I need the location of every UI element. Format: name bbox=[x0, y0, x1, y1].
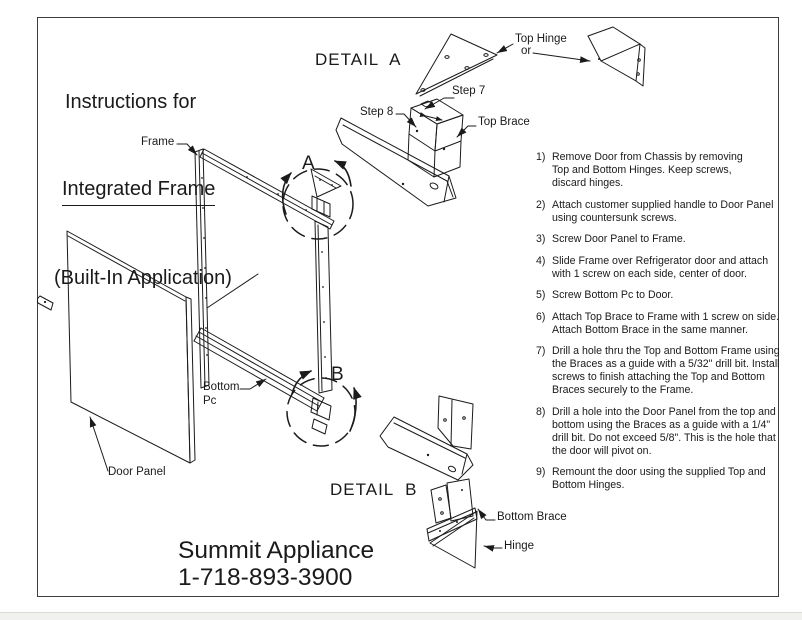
instruction-text: Attach Top Brace to Frame with 1 screw o… bbox=[552, 310, 780, 336]
door-panel-label: Door Panel bbox=[108, 466, 166, 478]
title-block: Instructions for Integrated Frame (Built… bbox=[54, 30, 232, 351]
instruction-text: Screw Door Panel to Frame. bbox=[552, 233, 686, 245]
instruction-number: 8) bbox=[536, 405, 546, 418]
instruction-number: 5) bbox=[536, 289, 546, 301]
instruction-item-3: 3) Screw Door Panel to Frame. bbox=[536, 233, 784, 246]
top-hinge-label: Top Hinge bbox=[515, 33, 567, 45]
instruction-item-6: 6) Attach Top Brace to Frame with 1 scre… bbox=[536, 311, 784, 337]
title-line-3: (Built-In Application) bbox=[54, 267, 232, 289]
instruction-item-7: 7) Drill a hole thru the Top and Bottom … bbox=[536, 345, 784, 397]
instruction-number: 1) bbox=[536, 151, 546, 163]
instructions-list: 1) Remove Door from Chassis by removing … bbox=[536, 151, 784, 492]
instruction-item-4: 4) Slide Frame over Refrigerator door an… bbox=[536, 255, 784, 281]
view-b-letter: B bbox=[331, 364, 344, 385]
instruction-number: 7) bbox=[536, 345, 546, 357]
or-label: or bbox=[521, 45, 532, 57]
instruction-item-1: 1) Remove Door from Chassis by removing … bbox=[536, 151, 784, 190]
top-brace-label: Top Brace bbox=[478, 116, 530, 128]
frame-label: Frame bbox=[141, 136, 175, 148]
instruction-number: 9) bbox=[536, 466, 546, 478]
title-line-2: Integrated Frame bbox=[62, 175, 216, 206]
instruction-number: 3) bbox=[536, 233, 546, 245]
company-phone: 1-718-893-3900 bbox=[178, 564, 353, 591]
title-line-1: Instructions for bbox=[65, 91, 197, 113]
company-name: Summit Appliance bbox=[178, 537, 375, 564]
instruction-number: 4) bbox=[536, 254, 546, 267]
instruction-text: Screw Bottom Pc to Door. bbox=[552, 289, 674, 301]
instruction-text: Remove Door from Chassis by removing Top… bbox=[552, 151, 743, 189]
instruction-text: Slide Frame over Refrigerator door and a… bbox=[552, 254, 769, 280]
hinge-label: Hinge bbox=[504, 540, 535, 552]
view-a-letter: A bbox=[302, 153, 315, 174]
bottom-pc-label: Bottom Pc bbox=[203, 381, 240, 407]
bottom-brace-label: Bottom Brace bbox=[497, 511, 567, 523]
instruction-number: 2) bbox=[536, 198, 546, 211]
step-7-label: Step 7 bbox=[452, 85, 486, 97]
instruction-text: Attach customer supplied handle to Door … bbox=[552, 198, 774, 224]
footer-brand: Summit Appliance 1-718-893-3900 bbox=[178, 537, 374, 591]
detail-a-label: DETAIL A bbox=[315, 50, 402, 69]
instruction-number: 6) bbox=[536, 310, 546, 323]
instruction-text: Drill a hole into the Door Panel from th… bbox=[552, 405, 776, 457]
instruction-item-2: 2) Attach customer supplied handle to Do… bbox=[536, 199, 784, 225]
detail-b-label: DETAIL B bbox=[330, 480, 418, 499]
instruction-item-5: 5) Screw Bottom Pc to Door. bbox=[536, 289, 784, 302]
instruction-text: Drill a hole thru the Top and Bottom Fra… bbox=[552, 345, 780, 396]
window-bottom-strip bbox=[0, 612, 802, 620]
instruction-item-8: 8) Drill a hole into the Door Panel from… bbox=[536, 406, 784, 458]
instruction-item-9: 9) Remount the door using the supplied T… bbox=[536, 466, 784, 492]
instruction-text: Remount the door using the supplied Top … bbox=[552, 466, 766, 491]
step-8-label: Step 8 bbox=[360, 106, 394, 118]
